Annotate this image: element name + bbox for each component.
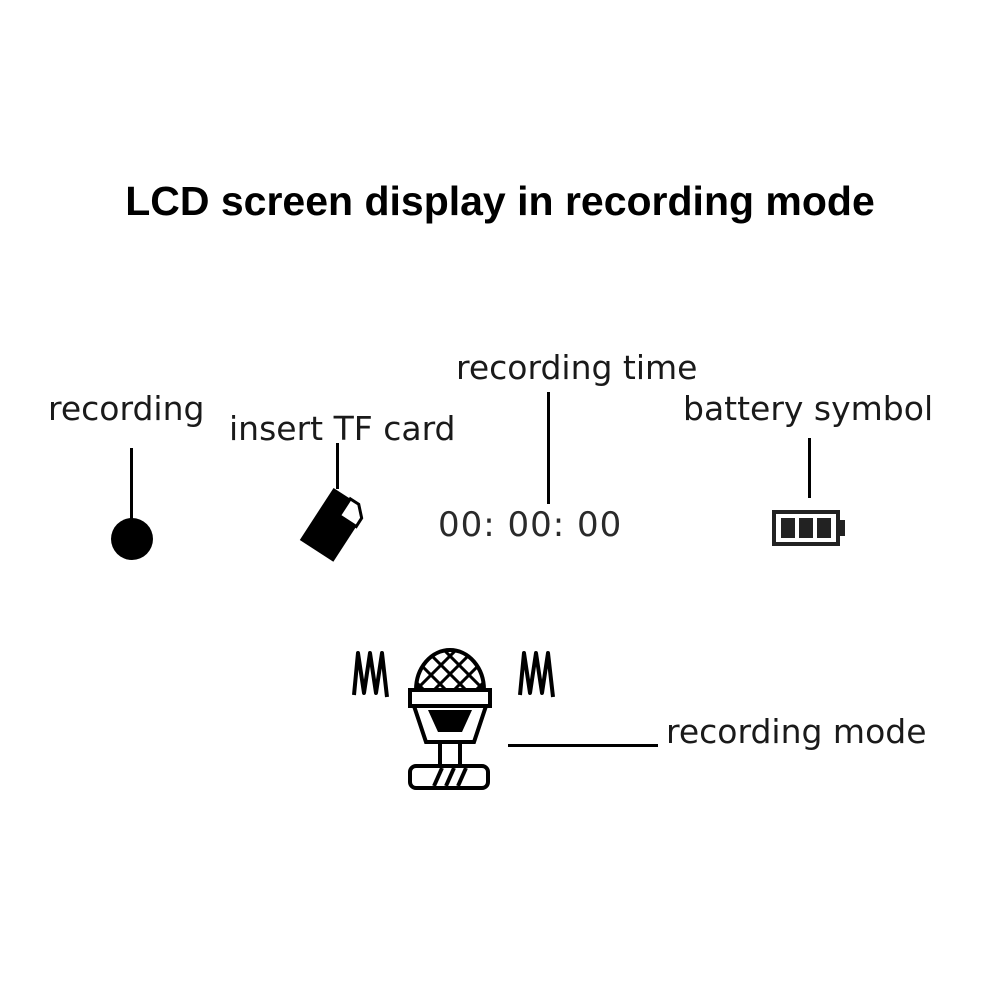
battery-icon xyxy=(772,510,845,546)
battery-symbol-label: battery symbol xyxy=(683,389,934,428)
recording-time-label: recording time xyxy=(456,348,698,387)
page-title: LCD screen display in recording mode xyxy=(125,178,875,224)
recording-time-leader-line xyxy=(547,392,550,504)
recording-leader-line xyxy=(130,448,133,520)
recording-label: recording xyxy=(48,389,205,428)
sd-card-icon xyxy=(299,487,364,562)
recording-mode-label: recording mode xyxy=(666,712,927,751)
recording-mode-leader-line xyxy=(508,744,658,747)
record-dot-icon xyxy=(111,518,153,560)
insert-tf-card-label: insert TF card xyxy=(229,409,456,448)
sound-wave-right-icon xyxy=(518,651,555,698)
recording-time-display: 00: 00: 00 xyxy=(438,505,623,545)
battery-leader-line xyxy=(808,438,811,498)
sound-wave-left-icon xyxy=(352,651,389,698)
microphone-icon xyxy=(408,648,492,790)
tf-card-leader-line xyxy=(336,443,339,489)
